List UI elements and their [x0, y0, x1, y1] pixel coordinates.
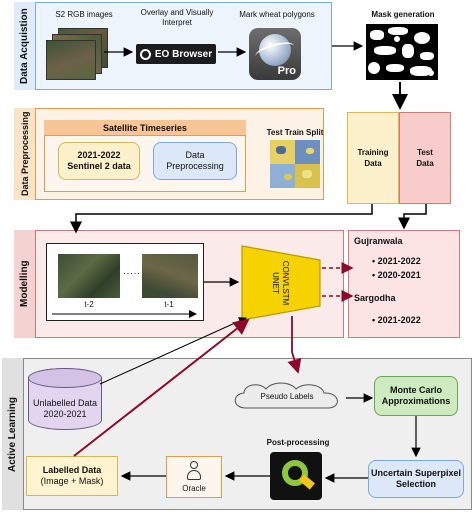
uncertain-line1: Uncertain Superpixel	[370, 468, 462, 478]
qgis-tail	[299, 474, 315, 490]
modelling-label-box	[14, 230, 36, 338]
training-line2: Data	[364, 159, 382, 168]
uncertain-line2: Selection	[395, 479, 436, 489]
timestep-image-t1	[142, 254, 198, 298]
active-learning-label-box	[2, 358, 24, 510]
sargodha-year-1: • 2021-2022	[372, 315, 421, 325]
results-box	[348, 230, 460, 338]
unlabelled-data-text: Unlabelled Data 2020-2021	[32, 398, 98, 419]
pro-badge: Pro	[277, 65, 296, 77]
labelled-line1: Labelled Data	[42, 465, 102, 475]
sentinel-data-card: 2021-2022 Sentinel 2 data	[58, 142, 140, 180]
oracle-label: Oracle	[182, 484, 206, 493]
oracle-person-icon	[187, 461, 201, 481]
convlstm-label: CONVLSTM UNET	[262, 248, 298, 318]
qgis-icon	[270, 452, 322, 500]
eo-browser-logo: EO Browser	[136, 44, 216, 64]
t2-label: t-2	[84, 300, 94, 309]
active-learning-section-label: Active Learning	[7, 396, 18, 472]
satellite-timeseries-header: Satellite Timeseries	[44, 120, 246, 136]
test-train-split-caption: Test Train Split	[266, 128, 324, 137]
preprocessing-section-label: Data Preprocessing	[20, 111, 30, 197]
post-processing-caption: Post-processing	[266, 438, 330, 447]
monte-line1: Monte Carlo	[389, 385, 442, 395]
google-earth-pro-icon: Pro	[249, 28, 301, 80]
s2-image-thumb-front	[46, 40, 96, 80]
uncertain-superpixel-box: Uncertain Superpixel Selection	[368, 460, 464, 498]
pseudo-labels-text: Pseudo Labels	[260, 392, 314, 401]
monte-line2: Approximations	[381, 396, 451, 406]
eo-browser-text: EO Browser	[154, 48, 213, 60]
gujranwala-year-1: • 2021-2022	[372, 256, 421, 266]
test-data-box: Test Data	[399, 112, 451, 204]
globe-icon	[259, 34, 291, 66]
mask-generation-caption: Mask generation	[371, 10, 435, 19]
training-line1: Training	[357, 148, 389, 157]
monte-carlo-box: Monte Carlo Approximations	[374, 376, 458, 416]
gujranwala-year-2: • 2020-2021	[372, 270, 421, 280]
sentinel-line2: Sentinel 2 data	[67, 161, 131, 171]
modelling-section-label: Modelling	[19, 260, 30, 308]
convlstm-line2: UNET	[271, 272, 281, 294]
labelled-line2: (Image + Mask)	[40, 476, 104, 486]
data-preprocessing-line1: Data	[185, 150, 205, 160]
test-line2: Data	[416, 159, 434, 168]
training-data-box: Training Data	[347, 112, 399, 204]
mask-image	[366, 24, 438, 80]
convlstm-line1: CONVLSTM	[281, 260, 291, 306]
test-line1: Test	[417, 148, 433, 157]
test-train-split-image	[270, 140, 320, 188]
arrow-test-to-results	[398, 204, 427, 230]
preprocessing-label-box	[14, 108, 36, 200]
eo-browser-icon	[139, 48, 151, 60]
qgis-ring	[282, 460, 308, 486]
s2-images-caption: S2 RGB images	[55, 10, 113, 19]
timestep-image-t2	[58, 254, 120, 298]
overlay-caption: Overlay and Visually Interpret	[140, 8, 214, 27]
convlstm-unet-block	[241, 245, 321, 321]
unlabelled-data-cylinder-top	[28, 368, 102, 388]
acquisition-label-box	[14, 2, 36, 90]
mark-polygons-caption: Mark wheat polygons	[239, 10, 315, 19]
arrow-training-to-modelling	[70, 204, 373, 234]
labelled-data-box: Labelled Data (Image + Mask)	[26, 456, 118, 496]
data-preprocessing-card: Data Preprocessing	[153, 142, 237, 180]
data-preprocessing-line2: Preprocessing	[166, 161, 224, 171]
acquisition-section-label: Data Acquistion	[19, 8, 30, 84]
gujranwala-title: Gujranwala	[354, 236, 403, 246]
timestep-dots: · · · · ·	[123, 268, 140, 278]
sargodha-title: Sargodha	[354, 293, 396, 303]
sentinel-line1: 2021-2022	[77, 150, 121, 160]
t1-label: t-1	[164, 300, 174, 309]
